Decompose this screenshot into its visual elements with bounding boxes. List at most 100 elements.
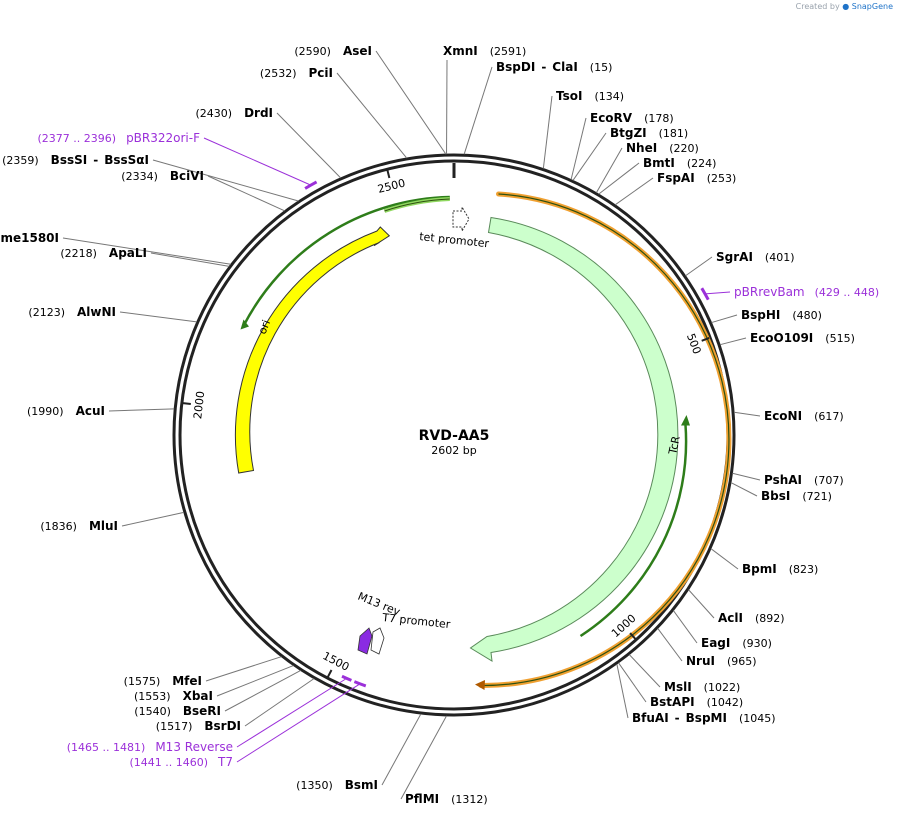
- restriction-site[interactable]: NheI(220): [595, 141, 699, 193]
- primer-position: (2377 .. 2396): [38, 132, 117, 145]
- site-position: (515): [825, 332, 855, 345]
- snapgene-logo: ●: [842, 2, 850, 11]
- primer-binding-site[interactable]: pBRrevBam(429 .. 448): [700, 285, 879, 301]
- site-leader-line: [276, 112, 341, 179]
- restriction-site[interactable]: EcoNI(617): [734, 409, 844, 423]
- restriction-site[interactable]: (1553)XbaI: [134, 665, 294, 703]
- site-position: (2123): [28, 306, 65, 319]
- restriction-site[interactable]: (1990)AcuI: [27, 404, 175, 418]
- site-label: MslI(1022): [664, 680, 740, 694]
- tick-mark: [326, 669, 333, 678]
- restriction-site[interactable]: BbsI(721): [730, 482, 832, 503]
- site-label: SgrAI(401): [716, 250, 795, 264]
- restriction-site[interactable]: (1350)BsmI: [296, 713, 422, 792]
- restriction-site[interactable]: (2334)BciVI: [121, 169, 285, 212]
- restriction-site[interactable]: (2430)DrdI: [195, 106, 341, 179]
- restriction-site[interactable]: (1836)MluI: [40, 511, 184, 533]
- site-enzyme-name: XmnI: [443, 44, 478, 58]
- restriction-site[interactable]: BstAPI(1042): [618, 662, 744, 709]
- restriction-site[interactable]: (1575)MfeI: [124, 656, 282, 688]
- tcr-direction-arrowhead: [681, 415, 690, 426]
- restriction-site[interactable]: NruI(965): [657, 628, 757, 668]
- tick-mark: [182, 402, 191, 406]
- restriction-site[interactable]: TsoI(134): [542, 89, 624, 169]
- site-leader-line: [719, 337, 747, 346]
- orange-band-arrowhead: [475, 680, 485, 690]
- tet-promoter-label: tet promoter: [419, 230, 490, 250]
- site-position: (181): [659, 127, 689, 140]
- ori-feature-arrow[interactable]: [234, 226, 391, 474]
- restriction-site[interactable]: EcoO109I (515): [719, 331, 855, 346]
- primer-binding-site[interactable]: (2377 .. 2396)pBR322ori-F: [38, 131, 318, 190]
- primer-leader-line: [203, 137, 312, 186]
- primer-layer: (2377 .. 2396)pBR322ori-F pBRrevBam(429 .…: [38, 131, 880, 769]
- scale-tick: 2500: [376, 169, 407, 196]
- site-leader-line: [672, 610, 698, 644]
- site-enzyme-name: EcoO109I: [750, 331, 813, 345]
- restriction-site[interactable]: PshAI(707): [732, 472, 844, 487]
- restriction-site[interactable]: (2532) PciI: [260, 66, 408, 159]
- primer-name: pBRrevBam: [734, 285, 805, 299]
- site-leader-line: [598, 162, 640, 195]
- site-position: (134): [594, 90, 624, 103]
- restriction-site[interactable]: (2590)AseI: [294, 44, 447, 155]
- restriction-site[interactable]: (2222)BaeGI-Bme1580I: [0, 231, 231, 265]
- site-label: (1575)MfeI: [124, 674, 202, 688]
- site-label: (2123)AlwNI: [28, 305, 116, 319]
- site-position: (1312): [451, 793, 488, 806]
- site-enzyme-name: BtgZI: [610, 126, 647, 140]
- restriction-site[interactable]: (1517)BsrDI: [156, 678, 315, 733]
- site-label: (1540) BseRI: [134, 704, 221, 718]
- restriction-site[interactable]: PflMI(1312): [400, 715, 488, 806]
- site-enzyme-name: PciI: [309, 66, 334, 80]
- site-label: BtgZI (181): [610, 126, 688, 140]
- site-enzyme-name: EcoRV: [590, 111, 633, 125]
- restriction-site[interactable]: MslI(1022): [628, 654, 740, 694]
- site-label: (2334)BciVI: [121, 169, 204, 183]
- primer-name: T7: [217, 755, 233, 769]
- restriction-site[interactable]: FspAI(253): [614, 171, 736, 206]
- tet-promoter-arrow[interactable]: [452, 205, 470, 233]
- site-position: (15): [590, 61, 613, 74]
- backbone-outer-ring: [172, 153, 736, 717]
- m13-rev-arrow[interactable]: [357, 627, 373, 655]
- restriction-site[interactable]: (2123)AlwNI: [28, 305, 197, 323]
- restriction-site[interactable]: SgrAI(401): [685, 250, 795, 277]
- site-position: (965): [727, 655, 757, 668]
- primer-binding-site[interactable]: (1465 .. 1481)M13 Reverse: [67, 674, 352, 754]
- site-position: (1540): [134, 705, 171, 718]
- t7-promoter-label: T7 promoter: [381, 611, 452, 631]
- restriction-site[interactable]: AclI(892): [688, 589, 785, 625]
- restriction-site[interactable]: EagI(930): [672, 610, 772, 650]
- restriction-site[interactable]: BspDI-ClaI(15): [463, 60, 613, 155]
- restriction-site[interactable]: (2218)ApaLI: [60, 246, 230, 267]
- ori-direction-arrowhead: [240, 319, 249, 330]
- restriction-site[interactable]: (1540) BseRI: [134, 670, 301, 718]
- primer-binding-site[interactable]: (1441 .. 1460)T7: [129, 680, 367, 769]
- restriction-site[interactable]: BspHI(480): [711, 308, 822, 324]
- site-label: BspHI(480): [741, 308, 822, 322]
- site-leader-line: [244, 678, 315, 727]
- site-label: BstAPI(1042): [650, 695, 743, 709]
- tcr-feature-arrow[interactable]: [469, 216, 679, 662]
- restriction-site[interactable]: BpmI(823): [710, 548, 818, 576]
- restriction-site[interactable]: BtgZI (181): [572, 126, 688, 181]
- site-label: (1517)BsrDI: [156, 719, 241, 733]
- restriction-site[interactable]: BfuAI-BspMI(1045): [616, 663, 776, 725]
- site-position: (1350): [296, 779, 333, 792]
- primer-arc: [341, 674, 352, 682]
- site-enzyme-name: BseRI: [183, 704, 221, 718]
- restriction-site[interactable]: XmnI(2591): [443, 44, 526, 155]
- site-leader-line: [614, 177, 654, 206]
- site-label: (1990)AcuI: [27, 404, 105, 418]
- site-enzyme-name: AclI: [718, 611, 743, 625]
- restriction-site[interactable]: (2359)BssSI-BssSαI: [2, 153, 299, 202]
- t7-promoter-arrow[interactable]: [370, 627, 385, 655]
- restriction-site[interactable]: EcoRV(178): [570, 111, 674, 180]
- site-leader-line: [616, 663, 629, 719]
- site-position: (1836): [40, 520, 77, 533]
- restriction-site[interactable]: BmtI(224): [598, 156, 717, 195]
- site-position: (617): [814, 410, 844, 423]
- site-enzyme-name: BbsI: [761, 489, 790, 503]
- site-position: (2532): [260, 67, 297, 80]
